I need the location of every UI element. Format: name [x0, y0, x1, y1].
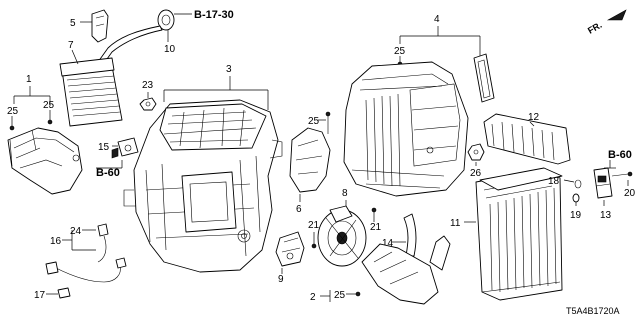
part-10-grommet	[97, 9, 175, 67]
ref-b-60-left: B-60	[96, 167, 120, 179]
part-24-sensor	[97, 223, 109, 263]
callout-9: 9	[278, 274, 284, 285]
part-1-duct	[7, 127, 83, 195]
part-15-actuator	[111, 137, 139, 159]
part-17-clip	[57, 287, 71, 299]
callout-8: 8	[342, 188, 348, 199]
part-4-evaporator-case	[343, 61, 469, 197]
part-6-panel	[289, 127, 331, 193]
part-12-filter-housing	[483, 113, 571, 165]
callout-10: 10	[164, 44, 176, 55]
part-3-heater-unit	[123, 99, 283, 273]
callout-21a: 21	[308, 220, 320, 231]
part-5-bracket	[91, 9, 109, 43]
callout-1: 1	[26, 74, 32, 85]
part-8-blower-motor	[317, 205, 367, 267]
part-26-clip	[467, 143, 485, 161]
callout-18: 18	[548, 176, 560, 187]
callout-2: 2	[310, 292, 316, 303]
callout-20: 20	[624, 188, 636, 199]
callout-21b: 21	[370, 222, 382, 233]
callout-7: 7	[68, 40, 74, 51]
part-11-evaporator-core	[475, 167, 563, 301]
part-4-gasket	[473, 53, 495, 103]
callout-16: 16	[50, 236, 62, 247]
callout-17: 17	[34, 290, 46, 301]
front-direction-arrow: FR.	[586, 9, 627, 36]
callout-26: 26	[470, 168, 482, 179]
callout-11: 11	[450, 218, 461, 229]
callout-23: 23	[142, 80, 154, 91]
part-9-actuator	[275, 231, 305, 267]
part-23-nut	[139, 97, 157, 111]
callout-25e: 25	[334, 290, 346, 301]
callout-19: 19	[570, 210, 582, 221]
part-19-valve	[572, 193, 580, 203]
part-18-oring	[574, 179, 582, 189]
callout-25c: 25	[308, 116, 320, 127]
callout-3: 3	[226, 64, 232, 75]
part-7-heater-core	[59, 57, 123, 127]
callout-24: 24	[70, 226, 82, 237]
callout-14: 14	[382, 238, 394, 249]
callout-4: 4	[434, 14, 440, 25]
callout-6: 6	[296, 204, 302, 215]
callout-25a: 25	[7, 106, 19, 117]
callout-15: 15	[98, 142, 110, 153]
part-2-lower-duct	[361, 235, 451, 305]
callout-13: 13	[600, 210, 612, 221]
part-20-bolt	[611, 171, 633, 177]
part-14-drain-hose	[403, 213, 417, 257]
part-16-harness	[45, 257, 127, 283]
ref-b-17-30: B-17-30	[194, 9, 234, 21]
callout-12: 12	[528, 112, 540, 123]
callout-25b: 25	[43, 100, 55, 111]
part-13-expansion-valve	[593, 167, 613, 199]
callout-5: 5	[70, 18, 76, 29]
diagram-code: T5A4B1720A	[566, 306, 620, 316]
callout-25d: 25	[394, 46, 406, 57]
fr-label: FR.	[586, 20, 604, 36]
ref-b-60-right: B-60	[608, 149, 632, 161]
